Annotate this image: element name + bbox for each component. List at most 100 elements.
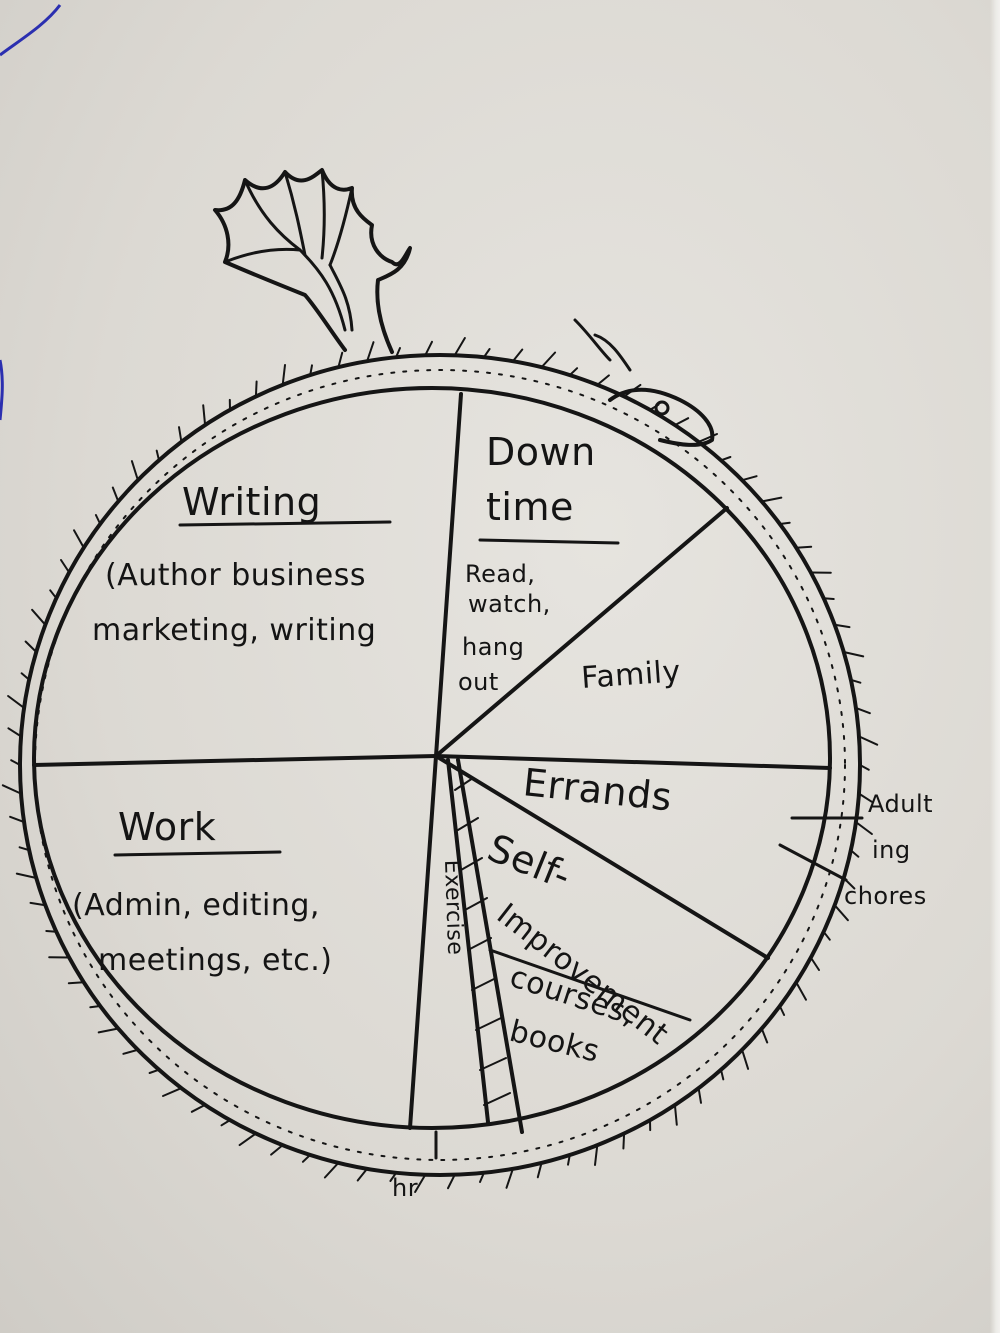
dragon-scale-tufts [1, 337, 879, 1193]
scale-tuft [337, 351, 344, 369]
segment-downtime: Down time Read, watch, hang out [458, 430, 620, 696]
pie-outline [32, 386, 832, 1130]
blue-pen-mark [0, 4, 62, 57]
scale-tuft [97, 1027, 120, 1034]
scale-tuft [833, 623, 851, 629]
scale-tuft [760, 496, 783, 503]
scale-tuft [720, 1068, 725, 1081]
scale-tuft [833, 904, 849, 922]
segment-title-family: Family [580, 654, 682, 696]
scale-tuft [148, 1068, 160, 1074]
scale-tuft [849, 849, 860, 858]
scale-tuft [67, 981, 85, 985]
scale-tuft [1, 784, 22, 795]
scale-tuft [511, 348, 524, 363]
scale-tuft [594, 1144, 599, 1166]
dragon-head-icon [573, 318, 715, 447]
scale-tuft [122, 1048, 139, 1055]
scale-tuft [281, 364, 286, 386]
scale-tuft [622, 1132, 626, 1150]
segment-text-downtime-1: Read, [465, 560, 535, 588]
scale-tuft [323, 1161, 340, 1179]
scale-tuft [29, 901, 47, 907]
scale-tuft [854, 706, 871, 715]
segment-text-work-1: (Admin, editing, [72, 888, 320, 923]
scale-tuft [822, 597, 835, 600]
dragon-wing-icon [213, 168, 412, 354]
scale-tuft [479, 1171, 485, 1183]
scale-tuft [94, 514, 102, 525]
scale-tuft [24, 640, 38, 653]
scale-tuft [822, 930, 831, 941]
segment-title-exercise: Exercise [439, 859, 467, 955]
scale-tuft [809, 956, 820, 971]
segment-title-work: Work [118, 805, 216, 849]
scale-tuft [858, 792, 873, 803]
scale-tuft [859, 764, 870, 771]
scale-tuft [795, 981, 807, 1001]
segment-title-writing: Writing [182, 480, 321, 524]
segment-title-errands: Errands [521, 760, 674, 819]
scale-tuft [238, 1132, 257, 1147]
scale-tuft [18, 846, 31, 852]
scale-tuft [778, 1005, 786, 1016]
segment-text-writing-2: marketing, writing [92, 613, 376, 648]
scale-tuft [741, 1048, 750, 1070]
scale-tuft [858, 735, 879, 746]
annotation-adulting-3: chores [844, 882, 927, 910]
scale-tuft [453, 337, 466, 357]
scale-tuft [795, 545, 813, 549]
scale-tuft [15, 872, 38, 879]
segment-text-downtime-3: hang [462, 633, 524, 661]
segment-work: Work (Admin, editing, meetings, etc.) [72, 805, 332, 978]
scale-tuft [568, 367, 579, 377]
scale-tuft [505, 1167, 514, 1189]
scale-tuft [596, 374, 610, 386]
scale-tuft [567, 1153, 571, 1166]
segment-text-downtime-2: watch, [468, 590, 551, 618]
scale-tuft [536, 1161, 543, 1179]
scale-tuft [309, 364, 313, 377]
segment-self-improvement: Self- Improvement courses, books [482, 826, 692, 1070]
scale-tuft [45, 930, 58, 933]
scale-tuft [673, 417, 690, 427]
scale-tuft [10, 759, 21, 766]
scale-tuft [162, 1087, 183, 1097]
scale-tuft [778, 521, 791, 525]
annotation-adulting-1: Adult [868, 790, 933, 818]
scale-tuft [395, 347, 401, 359]
scale-tuft [190, 1103, 207, 1113]
pie-dividers [32, 392, 864, 1160]
scale-tuft [854, 821, 873, 835]
scale-tuft [697, 1087, 702, 1104]
scale-tuft [60, 559, 71, 574]
scale-tuft [424, 340, 433, 357]
scale-tuft [414, 1173, 427, 1193]
scale-tuft [7, 695, 26, 709]
segment-text-downtime-4: out [458, 668, 499, 696]
scale-tuft [301, 1153, 312, 1163]
segment-title-downtime-1: Down [486, 430, 596, 474]
scale-tuft [220, 1119, 231, 1127]
blue-pen-mark-2 [0, 359, 4, 421]
scale-tuft [130, 460, 139, 482]
scale-tuft [720, 456, 732, 462]
scale-tuft [482, 348, 491, 359]
segment-text-self-2: books [506, 1014, 603, 1070]
scale-tuft [254, 380, 258, 398]
annotation-hour: hr [392, 1174, 418, 1202]
scale-tuft [9, 815, 26, 824]
scale-tuft [849, 678, 862, 684]
scale-tuft [447, 1173, 456, 1190]
scale-tuft [49, 589, 58, 600]
scale-tuft [155, 449, 160, 462]
scale-tuft [356, 1167, 369, 1182]
scale-tuft [31, 608, 47, 626]
annotation-adulting-2: ing [872, 836, 911, 864]
scale-tuft [111, 486, 120, 503]
scale-tuft [178, 426, 183, 443]
segment-title-self-1: Self- [482, 826, 578, 899]
scale-tuft [366, 341, 375, 363]
scale-tuft [7, 727, 22, 738]
